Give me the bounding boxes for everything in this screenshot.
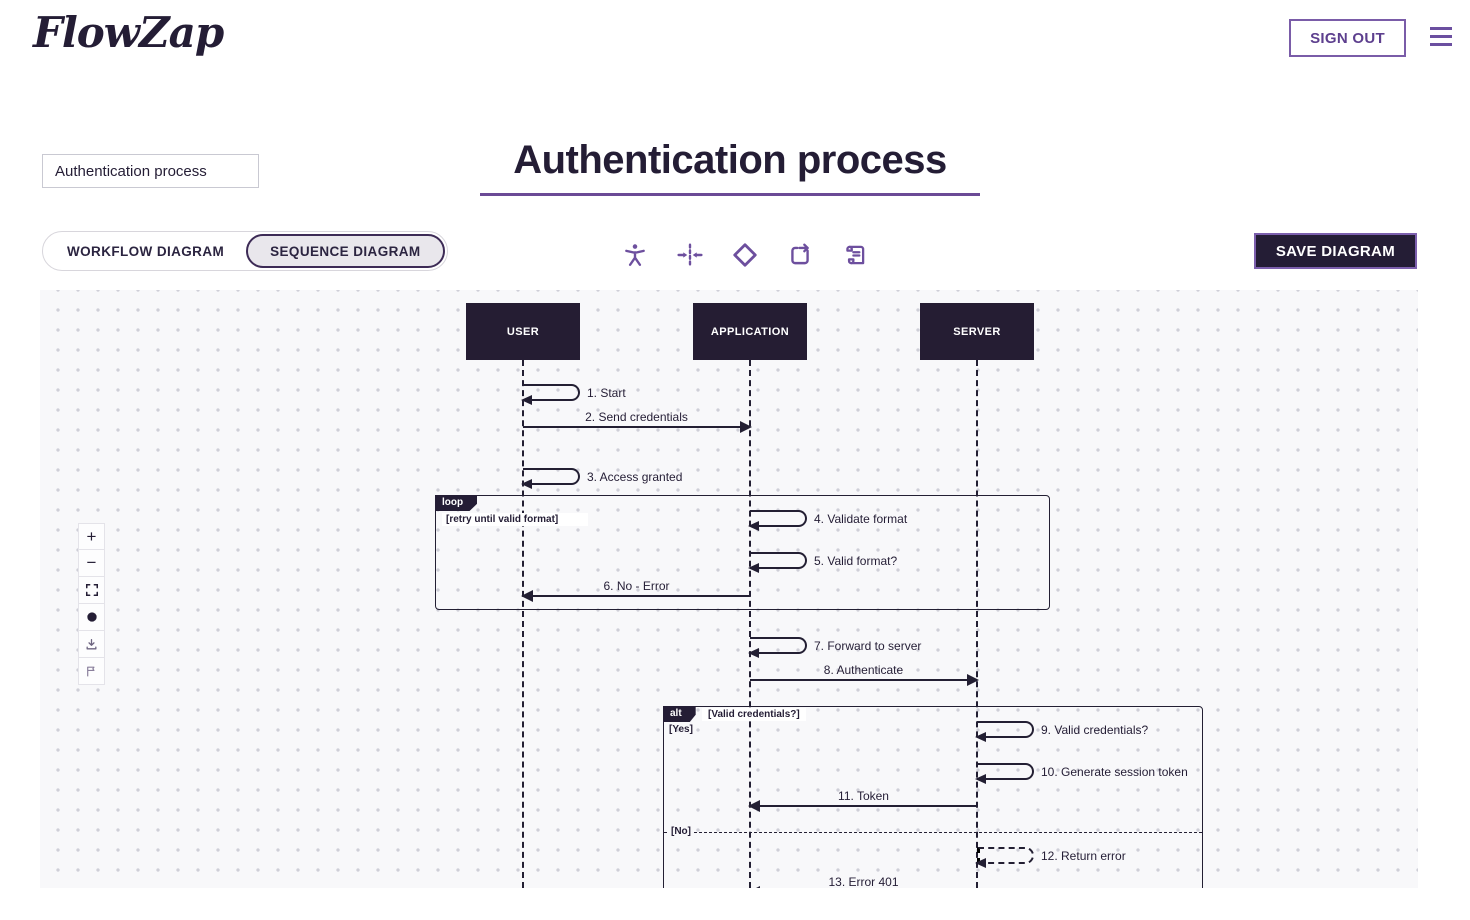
message-label: 4. Validate format [814,512,908,526]
message-label: 9. Valid credentials? [1041,723,1149,737]
message-label: 10. Generate session token [1041,765,1188,779]
message-1-self[interactable]: 1. Start [521,384,626,405]
sign-out-button[interactable]: SIGN OUT [1289,19,1406,57]
message-label: 7. Forward to server [814,639,922,653]
actor-icon[interactable] [620,240,650,270]
alt-branch-no-label: [No] [668,826,694,837]
message-5-self[interactable]: 5. Valid format? [748,552,897,573]
title-underline [480,193,980,196]
diagram-name-input[interactable] [42,154,259,188]
actor-server[interactable]: SERVER [920,303,1034,360]
zoom-panel: + − [78,523,105,685]
alt-fragment-keyword: alt [663,706,696,722]
alt-fragment[interactable]: alt [Valid credentials?] [Yes] [No] [663,706,1203,888]
message-7-self[interactable]: 7. Forward to server [748,637,921,658]
fit-view-icon[interactable] [78,577,105,604]
message-label: 1. Start [587,386,626,400]
message-label: 8. Authenticate [823,663,904,677]
flag-icon[interactable] [78,658,105,685]
message-10-self[interactable]: 10. Generate session token [975,763,1188,784]
download-icon[interactable] [78,631,105,658]
message-9-self[interactable]: 9. Valid credentials? [975,721,1148,742]
diagram-canvas[interactable]: + − USER APPLICATION [40,290,1418,888]
message-label: 5. Valid format? [814,554,898,568]
message-2-arrow[interactable]: 2. Send credentials [523,410,752,433]
zoom-out-button[interactable]: − [78,550,105,577]
hamburger-menu-icon[interactable] [1430,27,1452,47]
decision-diamond-icon[interactable] [730,240,760,270]
message-label: 6. No - Error [603,579,670,593]
message-12-self[interactable]: 12. Return error [975,847,1126,868]
lifeline-user [522,360,524,888]
app-logo: FlowZap [33,8,224,57]
message-6-arrow[interactable]: 6. No - Error [521,579,750,602]
align-center-icon[interactable] [675,240,705,270]
share-export-icon[interactable] [785,240,815,270]
actor-application[interactable]: APPLICATION [693,303,807,360]
message-label: 2. Send credentials [585,410,688,424]
diagram-type-tabs: WORKFLOW DIAGRAM SEQUENCE DIAGRAM [42,231,448,271]
lifeline-server [976,360,978,888]
alt-branch-yes-label: [Yes] [669,724,693,735]
message-label: 12. Return error [1041,849,1126,863]
message-11-arrow[interactable]: 11. Token [748,789,977,812]
shape-toolbar [620,240,870,270]
save-diagram-button[interactable]: SAVE DIAGRAM [1253,233,1417,269]
message-8-arrow[interactable]: 8. Authenticate [750,663,979,686]
message-label: 13. Error 401 [828,875,899,888]
actor-user[interactable]: USER [466,303,580,360]
loop-fragment[interactable]: loop [retry until valid format] [435,495,1050,610]
zoom-in-button[interactable]: + [78,523,105,550]
alt-fragment-condition: [Valid credentials?] [702,708,806,721]
tab-sequence-diagram[interactable]: SEQUENCE DIAGRAM [246,234,445,268]
loop-fragment-keyword: loop [435,495,478,511]
message-3-self[interactable]: 3. Access granted [521,468,682,489]
message-label: 11. Token [838,789,889,803]
message-4-self[interactable]: 4. Validate format [748,510,907,531]
tab-workflow-diagram[interactable]: WORKFLOW DIAGRAM [67,243,225,259]
message-label: 3. Access granted [587,470,683,484]
script-icon[interactable] [840,240,870,270]
lifeline-application [749,360,751,888]
alt-branch-divider: [No] [664,826,1202,837]
loop-fragment-condition: [retry until valid format] [442,513,589,526]
page-title: Authentication process [513,138,947,182]
record-dot-icon[interactable] [78,604,105,631]
